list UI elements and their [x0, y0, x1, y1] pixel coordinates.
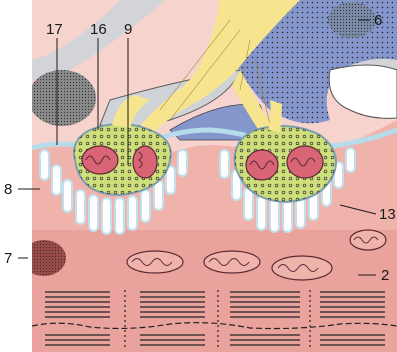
label-9: 9: [124, 22, 132, 37]
label-17: 17: [46, 22, 63, 37]
label-8: 8: [4, 182, 12, 197]
gray-nucleus-texture: [28, 70, 96, 126]
label-6: 6: [374, 13, 382, 28]
muscle-fiber-deep: [32, 230, 397, 352]
label-13: 13: [379, 207, 396, 222]
mitochondrion: [246, 150, 278, 180]
mitochondrion: [287, 146, 323, 178]
mitochondrion: [82, 146, 118, 174]
label-2: 2: [381, 268, 389, 283]
muscle-nucleus-texture: [22, 240, 66, 276]
label-7: 7: [4, 251, 12, 266]
label-16: 16: [90, 22, 107, 37]
mitochondrion: [133, 146, 157, 178]
